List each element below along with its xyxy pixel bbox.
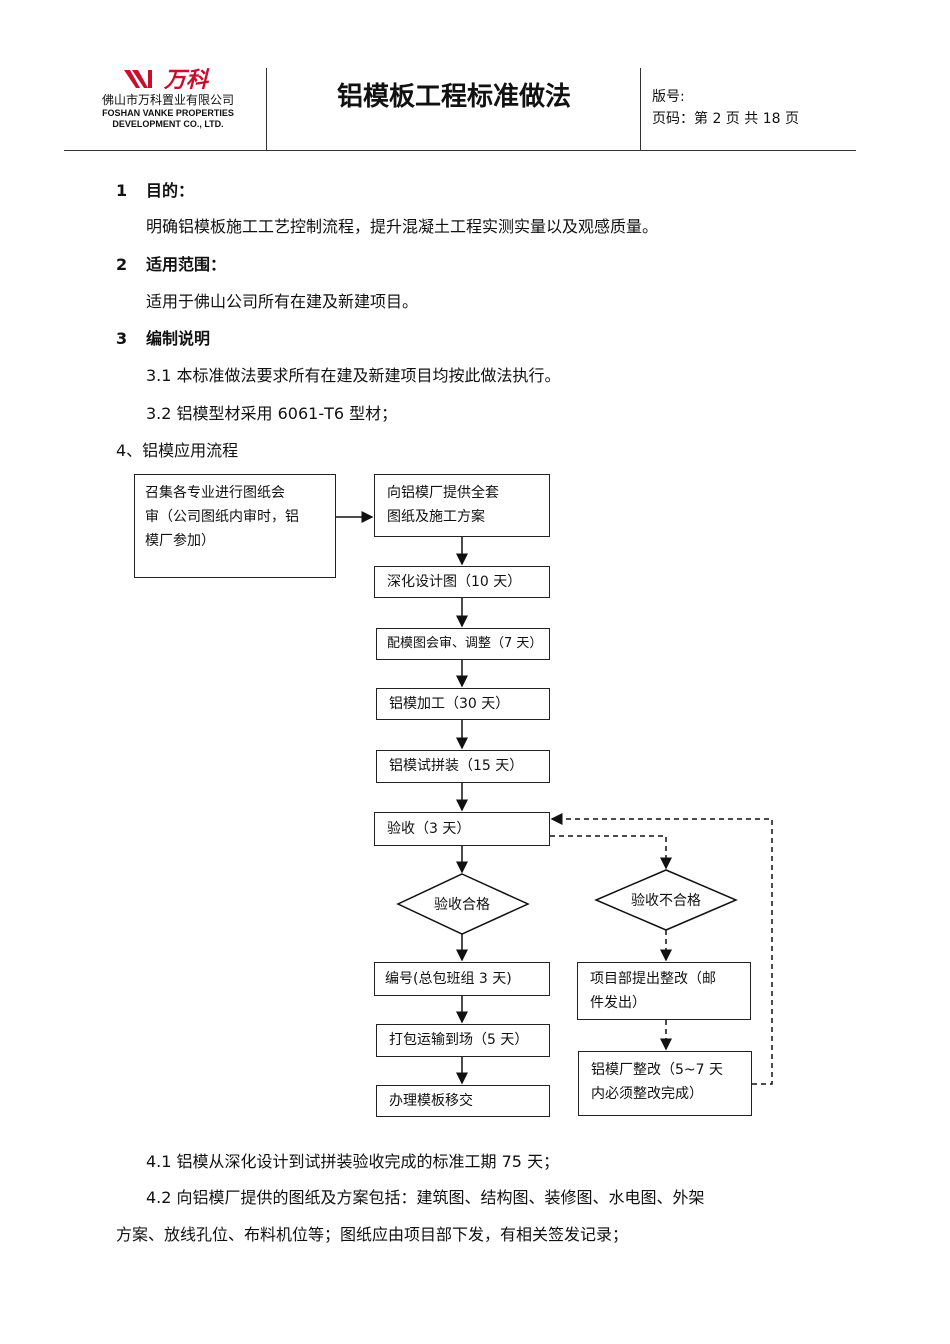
section-title: 适用范围： bbox=[146, 255, 227, 274]
section-4-2-line2: 方案、放线孔位、布料机位等；图纸应由项目部下发，有相关签发记录； bbox=[116, 1225, 629, 1244]
decision-pass: 验收合格 bbox=[434, 897, 490, 913]
section-1-text: 明确铝模板施工工艺控制流程，提升混凝土工程实测实量以及观感质量。 bbox=[146, 217, 659, 236]
flow-box-trial-assembly: 铝模试拼装（15 天） bbox=[376, 750, 550, 783]
box-text: 审（公司图纸内审时，铝 bbox=[145, 509, 299, 525]
flow-box-provide-drawings: 向铝模厂提供全套 图纸及施工方案 bbox=[374, 474, 550, 537]
decision-pass-shape bbox=[396, 873, 530, 935]
box-text: 向铝模厂提供全套 bbox=[387, 485, 499, 501]
section-2-heading: 2 适用范围： bbox=[116, 251, 226, 275]
section-4-2-line1: 4.2 向铝模厂提供的图纸及方案包括：建筑图、结构图、装修图、水电图、外架 bbox=[146, 1188, 705, 1207]
section-title: 目的： bbox=[146, 181, 195, 200]
box-text: 铝模厂整改（5~7 天 bbox=[591, 1062, 723, 1078]
section-1-heading: 1 目的： bbox=[116, 177, 194, 201]
box-text: 项目部提出整改（邮 bbox=[590, 971, 716, 987]
company-name-en: FOSHAN VANKE PROPERTIES DEVELOPMENT CO.,… bbox=[76, 108, 260, 130]
section-number: 1 bbox=[116, 181, 128, 200]
box-text: 内必须整改完成） bbox=[591, 1086, 703, 1102]
section-4-heading: 4、铝模应用流程 bbox=[116, 441, 239, 460]
page-number: 页码：第 2 页 共 18 页 bbox=[652, 111, 799, 127]
flow-box-layout-review: 配模图会审、调整（7 天） bbox=[376, 628, 550, 660]
box-text: 图纸及施工方案 bbox=[387, 509, 485, 525]
section-3-2: 3.2 铝模型材采用 6061-T6 型材； bbox=[146, 404, 398, 423]
box-text: 召集各专业进行图纸会 bbox=[145, 485, 285, 501]
flow-box-processing: 铝模加工（30 天） bbox=[376, 688, 550, 720]
flow-box-handover: 办理模板移交 bbox=[376, 1085, 550, 1117]
flow-box-drawing-review: 召集各专业进行图纸会 审（公司图纸内审时，铝 模厂参加） bbox=[134, 474, 336, 578]
company-en-line2: DEVELOPMENT CO., LTD. bbox=[112, 119, 224, 129]
company-en-line1: FOSHAN VANKE PROPERTIES bbox=[102, 108, 234, 118]
flow-box-acceptance: 验收（3 天） bbox=[374, 812, 550, 846]
logo-text: 万科 bbox=[163, 68, 210, 90]
section-number: 2 bbox=[116, 255, 128, 274]
section-title: 编制说明 bbox=[146, 329, 211, 348]
flow-arrow-dashed bbox=[550, 835, 672, 870]
flow-box-rectify-request: 项目部提出整改（邮 件发出） bbox=[577, 962, 751, 1020]
section-2-text: 适用于佛山公司所有在建及新建项目。 bbox=[146, 292, 419, 311]
header-divider bbox=[266, 68, 267, 150]
flow-box-numbering: 编号(总包班组 3 天) bbox=[374, 962, 550, 996]
decision-fail: 验收不合格 bbox=[631, 893, 701, 909]
vanke-logo-icon: 万科 bbox=[124, 68, 210, 90]
flow-box-transport: 打包运输到场（5 天） bbox=[376, 1024, 550, 1057]
header-rule bbox=[64, 150, 856, 151]
box-text: 模厂参加） bbox=[145, 533, 215, 549]
document-title: 铝模板工程标准做法 bbox=[336, 82, 571, 112]
flow-box-deepen-design: 深化设计图（10 天） bbox=[374, 566, 550, 598]
section-4-1: 4.1 铝模从深化设计到试拼装验收完成的标准工期 75 天； bbox=[146, 1152, 560, 1171]
box-text: 件发出） bbox=[590, 995, 646, 1011]
section-3-heading: 3 编制说明 bbox=[116, 325, 210, 349]
header-divider bbox=[640, 68, 641, 150]
section-number: 3 bbox=[116, 329, 128, 348]
version-label: 版号: bbox=[652, 89, 685, 105]
section-3-1: 3.1 本标准做法要求所有在建及新建项目均按此做法执行。 bbox=[146, 366, 561, 385]
company-name-cn: 佛山市万科置业有限公司 bbox=[101, 93, 234, 107]
flow-arrow-dashed bbox=[550, 813, 773, 1085]
flow-box-factory-rectify: 铝模厂整改（5~7 天 内必须整改完成） bbox=[578, 1051, 752, 1116]
